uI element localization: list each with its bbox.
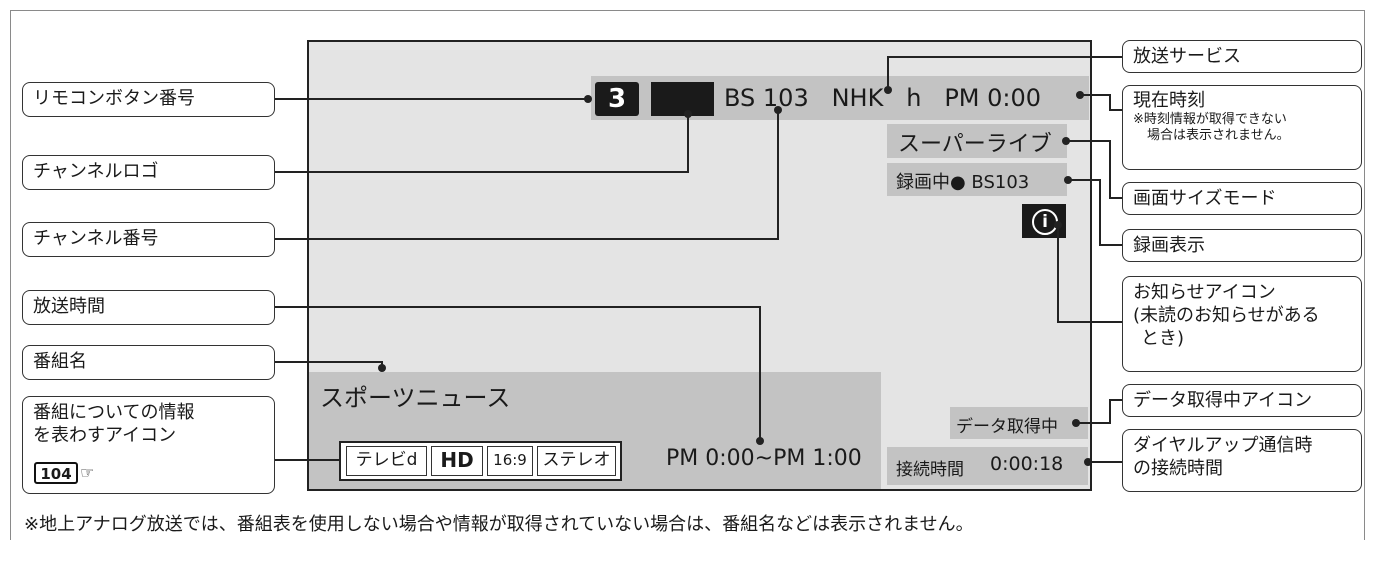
recording-text: 録画中● BS103 (896, 172, 1030, 193)
callout-program-name: 番組名 (22, 345, 275, 380)
connect-label: 接続時間 (896, 460, 964, 480)
data-status-text: データ取得中 (956, 417, 1058, 437)
service-line: BS 103 NHK h PM 0:00 (724, 84, 1042, 112)
callout-channel-logo: チャンネルロゴ (22, 155, 275, 190)
callout-program-info: 番組についての情報 を表わすアイコン (22, 396, 275, 494)
channel-logo (651, 82, 714, 116)
connect-time: 0:00:18 (990, 453, 1064, 475)
tag-stereo: ステレオ (537, 446, 616, 476)
connect-bar (887, 447, 1088, 485)
size-mode-bar (887, 124, 1067, 158)
hand-pointer-icon: ☞ (80, 463, 95, 482)
footnote: ※地上アナログ放送では、番組表を使用しない場合や情報が取得されていない場合は、番… (24, 514, 974, 535)
callout-recording-display: 録画表示 (1122, 229, 1362, 262)
page-ref-number: 104 (34, 462, 78, 484)
callout-notice-icon: お知らせアイコン (未読のお知らせがある とき) (1122, 276, 1362, 372)
callout-screen-size-mode: 画面サイズモード (1122, 182, 1362, 215)
tag-teleb: テレビd (346, 446, 427, 476)
callout-broadcast-service: 放送サービス (1122, 40, 1362, 73)
info-icon: i (1022, 204, 1066, 238)
size-mode-text: スーパーライブ (898, 132, 1052, 157)
data-status-bar (950, 407, 1088, 439)
callout-dialup-time: ダイヤルアップ通信時 の接続時間 (1122, 429, 1362, 492)
callout-channel-number: チャンネル番号 (22, 222, 275, 257)
remote-button-number: 3 (595, 82, 639, 116)
callout-broadcast-time: 放送時間 (22, 290, 275, 325)
recording-bar (887, 163, 1067, 196)
tag-hd: HD (431, 446, 483, 476)
diagram-frame (10, 10, 1365, 540)
callout-current-time: 現在時刻 ※時刻情報が取得できない 場合は表示されません。 (1122, 85, 1362, 170)
callout-data-icon: データ取得中アイコン (1122, 384, 1362, 417)
program-name: スポーツニュース (320, 384, 511, 412)
program-time: PM 0:00~PM 1:00 (666, 446, 862, 471)
callout-remote-button: リモコンボタン番号 (22, 82, 275, 117)
tag-aspect: 16:9 (487, 446, 533, 476)
